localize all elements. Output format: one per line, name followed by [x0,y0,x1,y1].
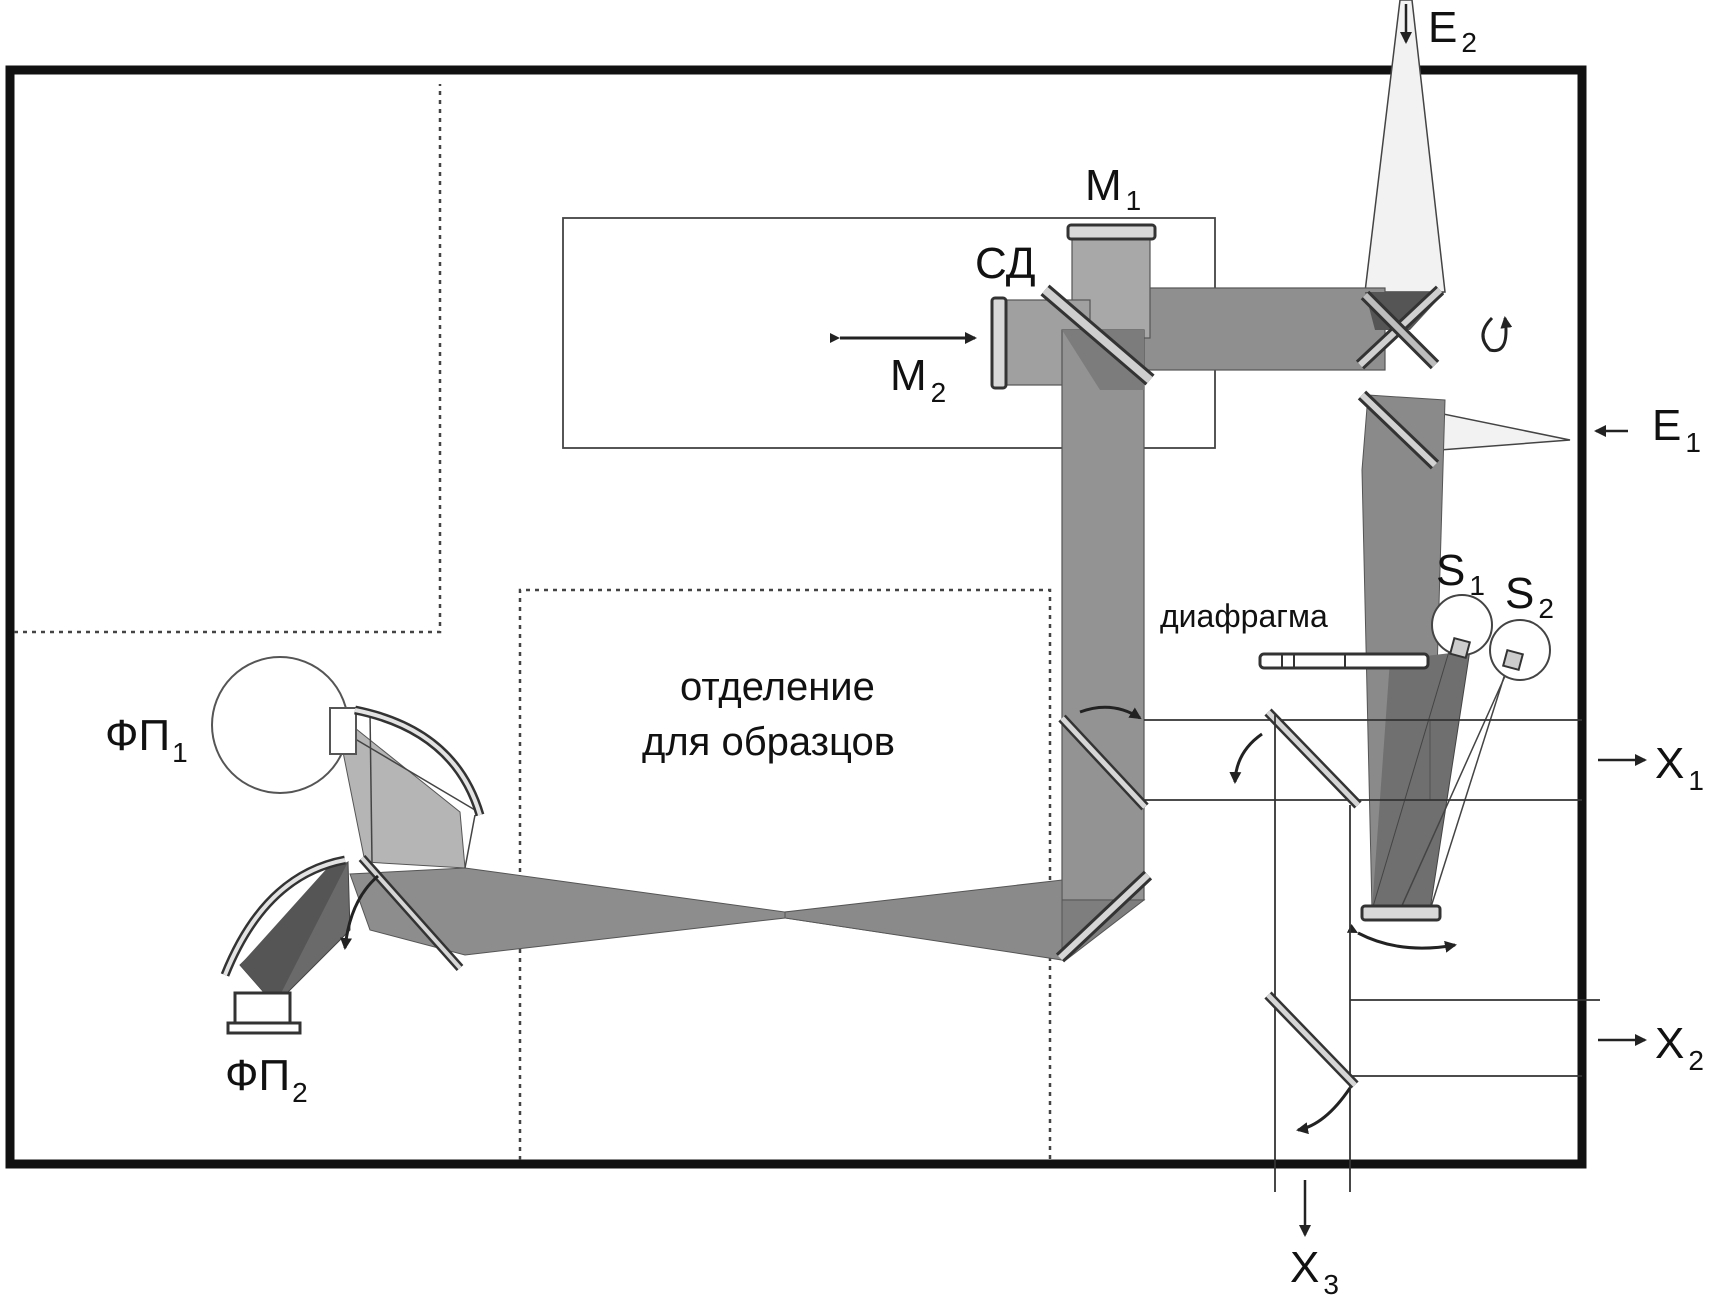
detector-fp2 [233,991,292,1025]
label-diaphragm: диафрагма [1160,598,1328,634]
beam-through-sample [784,879,1063,961]
beam-vertical-main [1062,330,1144,900]
switching-mirror [1355,285,1445,370]
mirror-m1 [1066,223,1157,241]
rotation-icon [1481,316,1513,353]
detector-fp1 [211,656,349,794]
label-fp1: ФП1 [105,711,188,768]
mirror-m2 [990,296,1008,390]
instrument-frame [5,65,1587,1169]
source-s2 [1489,619,1551,681]
label-beam-splitter: СД [975,239,1036,288]
label-fp2: ФП2 [225,1051,308,1108]
spherical-mirror-tilt-arrow [1346,923,1457,953]
label-sample-compartment-line2: для образцов [642,720,895,764]
label-sample-compartment-line1: отделение [680,665,875,709]
top-left-compartment [14,84,442,634]
mirror-spherical-right [1360,904,1442,922]
